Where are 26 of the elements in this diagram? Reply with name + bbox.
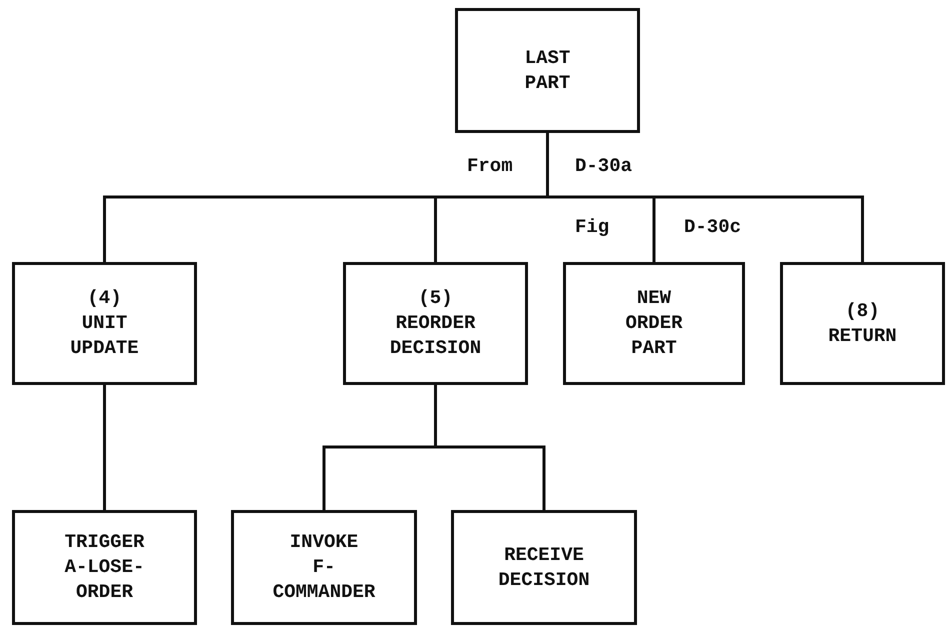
process-box [12,262,197,385]
box-label: (5) [418,286,453,312]
reference-label: Fig [575,218,610,237]
box-label: REORDER DECISION [390,311,482,361]
process-box [231,510,417,625]
box-label: NEW ORDER PART [625,286,682,361]
box-label: RECEIVE DECISION [498,542,590,592]
connector-line [434,385,546,510]
process-box [455,8,640,133]
box-label: LAST PART [524,46,570,96]
connector-line [103,385,106,510]
connector-line [546,133,864,262]
process-box [451,510,637,625]
reference-label: D-30c [684,218,742,237]
box-label: TRIGGER A-LOSE- ORDER [64,530,144,605]
reference-label: D-30a [575,157,632,176]
box-label: (4) [87,286,122,312]
process-box [343,262,528,385]
process-box [12,510,197,625]
reference-label: From [467,157,513,176]
process-box [780,262,945,385]
box-label: RETURN [828,324,897,348]
box-label: INVOKE F- COMMANDER [272,530,376,605]
box-label: UNIT UPDATE [70,311,139,361]
process-box [563,262,745,385]
box-label: (8) [845,298,880,324]
